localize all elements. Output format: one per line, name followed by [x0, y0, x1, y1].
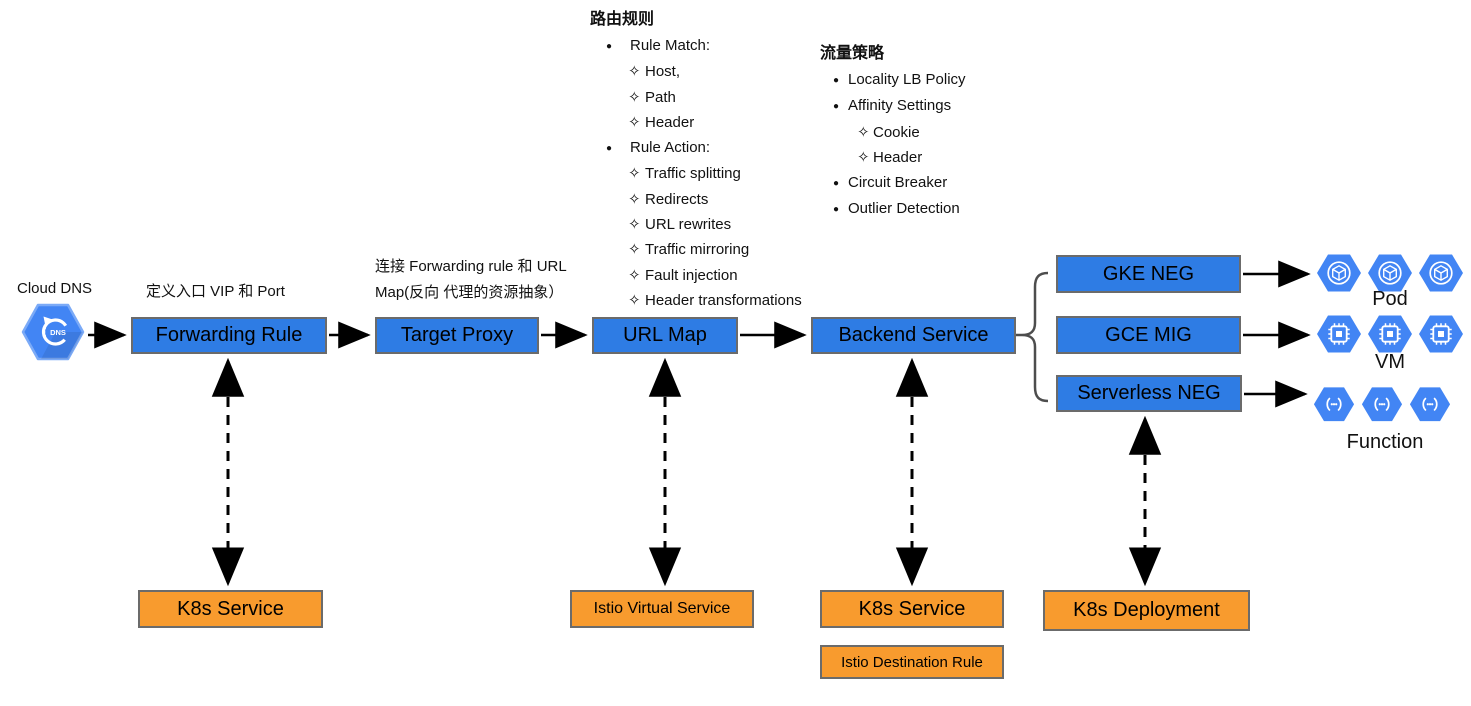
- list-item-label: Outlier Detection: [848, 200, 960, 218]
- bullet-diamond-icon: ✧: [628, 165, 641, 183]
- list-item: ● Rule Action:: [590, 135, 802, 161]
- bullet-diamond-icon: ✧: [628, 291, 641, 309]
- list-item: ✧Traffic splitting: [590, 161, 802, 186]
- list-item: ● Rule Match:: [590, 33, 802, 59]
- bullet-diamond-icon: ✧: [857, 123, 870, 141]
- list-item-label: Header transformations: [645, 291, 802, 309]
- bullet-diamond-icon: ✧: [628, 88, 641, 106]
- list-item-label: Header: [873, 148, 923, 166]
- pod-icon: [1418, 253, 1464, 293]
- target-proxy-box: Target Proxy: [375, 317, 539, 354]
- vm-icon: [1367, 314, 1413, 354]
- bullet-dot-icon: ●: [833, 75, 840, 86]
- list-item: ✧Cookie: [820, 120, 966, 145]
- function-icon-group: [1313, 386, 1451, 422]
- istio-destination-rule-box: Istio Destination Rule: [820, 645, 1004, 679]
- traffic-policy-list: 流量策略 ● Locality LB Policy ● Affinity Setti…: [820, 42, 966, 223]
- forwarding-rule-box: Forwarding Rule: [131, 317, 327, 354]
- list-item-label: Rule Action:: [630, 139, 711, 157]
- list-item-label: Cookie: [873, 123, 920, 141]
- bullet-diamond-icon: ✧: [628, 190, 641, 208]
- list-item: ✧Traffic mirroring: [590, 237, 802, 262]
- bullet-dot-icon: ●: [833, 204, 840, 216]
- k8s-service-right-box: K8s Service: [820, 590, 1004, 628]
- bullet-dot-icon: ●: [606, 41, 613, 52]
- istio-virtual-service-box: Istio Virtual Service: [570, 590, 754, 628]
- routing-rules-title: 路由规则: [590, 11, 655, 28]
- target-proxy-note: 连接 Forwarding rule 和 URL Map(反向 代理的资源抽象）: [375, 254, 567, 306]
- function-icon: [1361, 386, 1403, 422]
- k8s-deployment-box: K8s Deployment: [1043, 590, 1250, 631]
- function-icon: [1313, 386, 1355, 422]
- bullet-dot-icon: ●: [833, 101, 840, 113]
- traffic-policy-title: 流量策略: [820, 45, 885, 62]
- backend-service-box: Backend Service: [811, 317, 1016, 354]
- list-item-label: Header: [645, 113, 695, 131]
- pod-icon: [1316, 253, 1362, 293]
- target-proxy-note-line1: 连接 Forwarding rule 和 URL: [375, 258, 567, 275]
- pod-icon: [1367, 253, 1413, 293]
- bullet-diamond-icon: ✧: [628, 241, 641, 259]
- list-item-label: URL rewrites: [645, 216, 732, 234]
- list-item: ● Affinity Settings: [820, 93, 966, 119]
- list-item-label: Fault injection: [645, 266, 738, 284]
- list-item-label: Host,: [645, 63, 681, 81]
- bullet-diamond-icon: ✧: [628, 216, 641, 234]
- list-item: ● Outlier Detection: [820, 196, 966, 222]
- list-item-label: Traffic mirroring: [645, 241, 750, 259]
- routing-rules-list: 路由规则 ●Rule Match: ✧Host, ✧Path ✧Header ●…: [590, 8, 802, 313]
- list-item: ✧URL rewrites: [590, 212, 802, 237]
- list-item-label: Affinity Settings: [848, 97, 952, 115]
- bullet-diamond-icon: ✧: [628, 113, 641, 131]
- vm-label: VM: [1375, 351, 1405, 373]
- serverless-neg-box: Serverless NEG: [1056, 375, 1242, 412]
- list-item: ✧Path: [590, 85, 802, 110]
- function-icon: [1409, 386, 1451, 422]
- list-item: ✧Host,: [590, 59, 802, 84]
- list-item: ● Locality LB Policy: [820, 67, 966, 93]
- target-proxy-note-line2: Map(反向 代理的资源抽象）: [375, 284, 564, 301]
- vm-icon: [1418, 314, 1464, 354]
- list-item-label: Path: [645, 88, 676, 106]
- cloud-dns-label: Cloud DNS: [17, 280, 93, 297]
- cloud-dns-icon: DNS: [21, 303, 85, 361]
- list-item: ✧Header: [590, 110, 802, 135]
- gke-neg-box: GKE NEG: [1056, 255, 1241, 293]
- list-item-label: Locality LB Policy: [848, 71, 966, 88]
- list-item-label: Circuit Breaker: [848, 174, 948, 192]
- url-map-box: URL Map: [592, 317, 738, 354]
- pod-label: Pod: [1372, 288, 1408, 310]
- brace-connector: [1021, 271, 1049, 403]
- bullet-diamond-icon: ✧: [628, 63, 641, 81]
- list-item: ✧Header transformations: [590, 288, 802, 313]
- list-item: ✧Header: [820, 145, 966, 170]
- list-item-label: Rule Match:: [630, 37, 711, 54]
- bullet-dot-icon: ●: [833, 178, 840, 190]
- forwarding-rule-note: 定义入口 VIP 和 Port: [146, 283, 285, 300]
- list-item-label: Traffic splitting: [645, 165, 741, 183]
- bullet-diamond-icon: ✧: [857, 148, 870, 166]
- vm-icon: [1316, 314, 1362, 354]
- list-item: ✧Fault injection: [590, 263, 802, 288]
- vm-icon-group: [1316, 314, 1464, 354]
- gce-mig-box: GCE MIG: [1056, 316, 1241, 354]
- list-item-label: Redirects: [645, 190, 709, 208]
- function-label: Function: [1346, 431, 1424, 453]
- bullet-dot-icon: ●: [606, 143, 613, 155]
- svg-text:DNS: DNS: [50, 328, 66, 337]
- list-item: ● Circuit Breaker: [820, 170, 966, 196]
- k8s-service-left-box: K8s Service: [138, 590, 323, 628]
- bullet-diamond-icon: ✧: [628, 266, 641, 284]
- list-item: ✧Redirects: [590, 187, 802, 212]
- pod-icon-group: [1316, 253, 1464, 293]
